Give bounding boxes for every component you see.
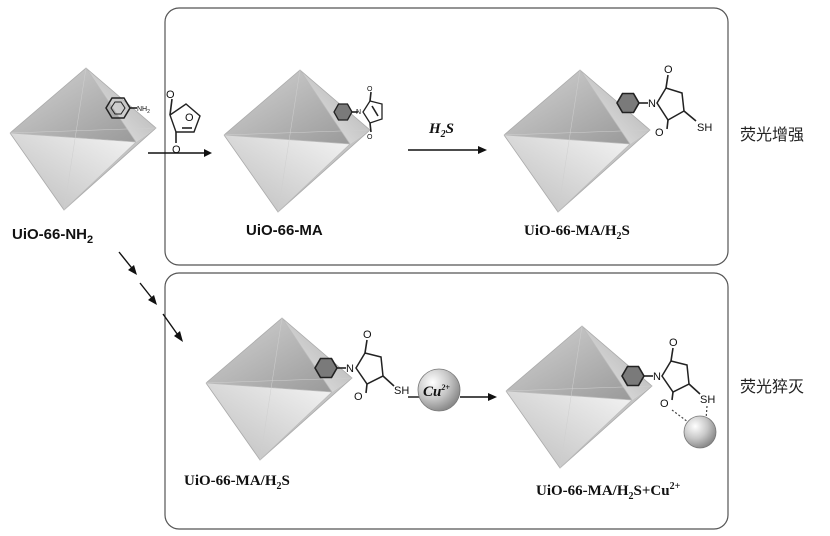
octahedron-uio-ma (224, 70, 370, 212)
label-uio-cu: UiO-66-MA/H2S+Cu2+ (536, 481, 681, 502)
side-label-enhance: 荧光增强 (740, 125, 804, 144)
svg-text:O: O (166, 89, 175, 101)
octahedron-uio-ma-h2s-top (504, 70, 650, 212)
svg-text:N: N (346, 363, 354, 375)
maleic-anhydride: O O O (166, 89, 200, 156)
svg-text:SH: SH (700, 394, 715, 406)
label-uio-nh2: UiO-66-NH2 (12, 226, 93, 246)
arrow-nh2-to-bottom (119, 252, 183, 342)
arrow-h2s: H2S (408, 121, 487, 154)
svg-text:N: N (648, 98, 656, 110)
svg-text:O: O (172, 144, 181, 156)
svg-text:O: O (655, 127, 664, 139)
svg-text:N: N (653, 371, 661, 383)
svg-text:SH: SH (697, 122, 712, 134)
octahedron-uio-cu (506, 326, 652, 468)
svg-text:O: O (367, 86, 373, 93)
reagent-h2s: H2S (428, 121, 454, 140)
label-uio-ma-h2s-top: UiO-66-MA/H2S (524, 223, 630, 242)
svg-text:N: N (356, 109, 361, 116)
svg-text:O: O (185, 112, 194, 124)
svg-text:SH: SH (394, 385, 409, 397)
label-uio-ma-h2s-bottom: UiO-66-MA/H2S (184, 473, 290, 492)
octahedron-uio-nh2 (10, 68, 156, 210)
svg-text:O: O (664, 64, 673, 76)
octahedron-uio-ma-h2s-bottom (206, 318, 352, 460)
side-label-quench: 荧光猝灭 (740, 377, 804, 396)
svg-text:O: O (367, 134, 373, 141)
label-uio-ma: UiO-66-MA (246, 222, 323, 239)
svg-text:O: O (354, 391, 363, 403)
arrow-cu: Cu2+ (408, 369, 497, 411)
svg-text:O: O (363, 329, 372, 341)
cu-ion-sphere (684, 416, 716, 448)
svg-text:O: O (669, 337, 678, 349)
svg-text:O: O (660, 398, 669, 410)
